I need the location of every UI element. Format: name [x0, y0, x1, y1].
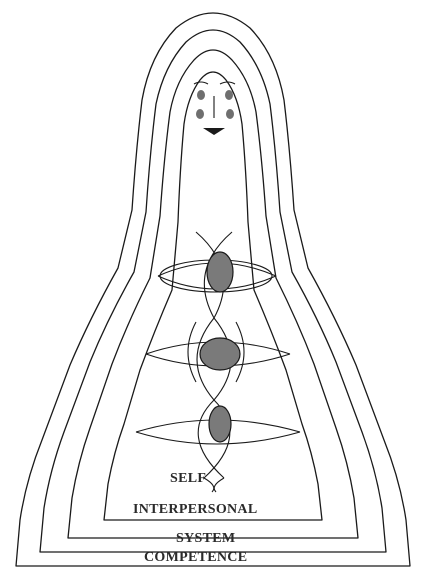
middle-organ: [200, 338, 240, 370]
label-self: SELF: [170, 471, 206, 486]
upper-organ: [207, 252, 233, 292]
label-interpersonal: INTERPERSONAL: [133, 502, 257, 517]
contour-self: [104, 72, 322, 520]
left-eyebrow: [194, 82, 208, 84]
right-upper-eye-dot: [225, 90, 233, 100]
lower-organ: [209, 406, 231, 442]
lower-center: [136, 406, 300, 444]
label-system: SYSTEM: [176, 531, 235, 546]
left-upper-eye-dot: [197, 90, 205, 100]
mouth: [203, 128, 225, 135]
right-lower-eye-dot: [226, 109, 234, 119]
upper-center: [158, 252, 276, 292]
face: [194, 82, 235, 135]
left-lower-eye-dot: [196, 109, 204, 119]
middle-center: [146, 322, 290, 382]
contour-system: [40, 30, 386, 552]
label-competence: COMPETENCE: [144, 550, 247, 565]
